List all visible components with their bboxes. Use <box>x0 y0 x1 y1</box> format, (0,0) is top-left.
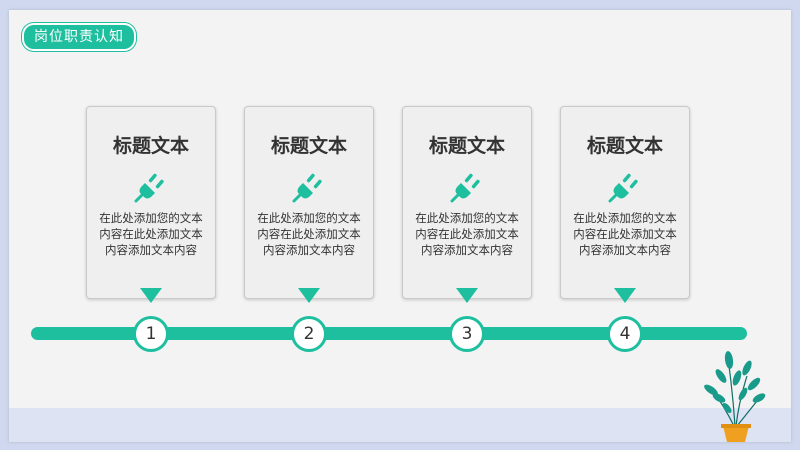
card-body: 在此处添加您的文本内容在此处添加文本内容添加文本内容 <box>257 211 361 257</box>
card-body: 在此处添加您的文本内容在此处添加文本内容添加文本内容 <box>415 211 519 257</box>
bottom-band <box>9 408 791 442</box>
card-2: 标题文本 在此处添加您的文本内容在此处添加文本内容添加文本内容 <box>244 106 374 299</box>
card-title: 标题文本 <box>586 135 663 157</box>
card-body: 在此处添加您的文本内容在此处添加文本内容添加文本内容 <box>99 211 203 257</box>
plug-icon <box>134 173 164 203</box>
card-body: 在此处添加您的文本内容在此处添加文本内容添加文本内容 <box>573 211 677 257</box>
potted-plant-icon <box>704 351 766 442</box>
card-pointer <box>298 288 320 303</box>
timeline-node-4: 4 <box>607 316 643 352</box>
plug-icon <box>292 173 322 203</box>
timeline-bar <box>31 327 747 340</box>
card-3: 标题文本 在此处添加您的文本内容在此处添加文本内容添加文本内容 <box>402 106 532 299</box>
plug-icon <box>450 173 480 203</box>
timeline-node-2: 2 <box>291 316 327 352</box>
card-pointer <box>614 288 636 303</box>
timeline-node-1: 1 <box>133 316 169 352</box>
section-tag: 岗位职责认知 <box>22 23 136 51</box>
card-1: 标题文本 在此处添加您的文本内容在此处添加文本内容添加文本内容 <box>86 106 216 299</box>
card-pointer <box>140 288 162 303</box>
timeline-node-3: 3 <box>449 316 485 352</box>
card-title: 标题文本 <box>112 135 189 157</box>
card-title: 标题文本 <box>270 135 347 157</box>
plug-icon <box>608 173 638 203</box>
card-title: 标题文本 <box>428 135 505 157</box>
slide: 岗位职责认知 标题文本 在此处添加您的文本内容在此处添加文本内容添加文本内容 标… <box>9 10 791 442</box>
card-4: 标题文本 在此处添加您的文本内容在此处添加文本内容添加文本内容 <box>560 106 690 299</box>
card-pointer <box>456 288 478 303</box>
